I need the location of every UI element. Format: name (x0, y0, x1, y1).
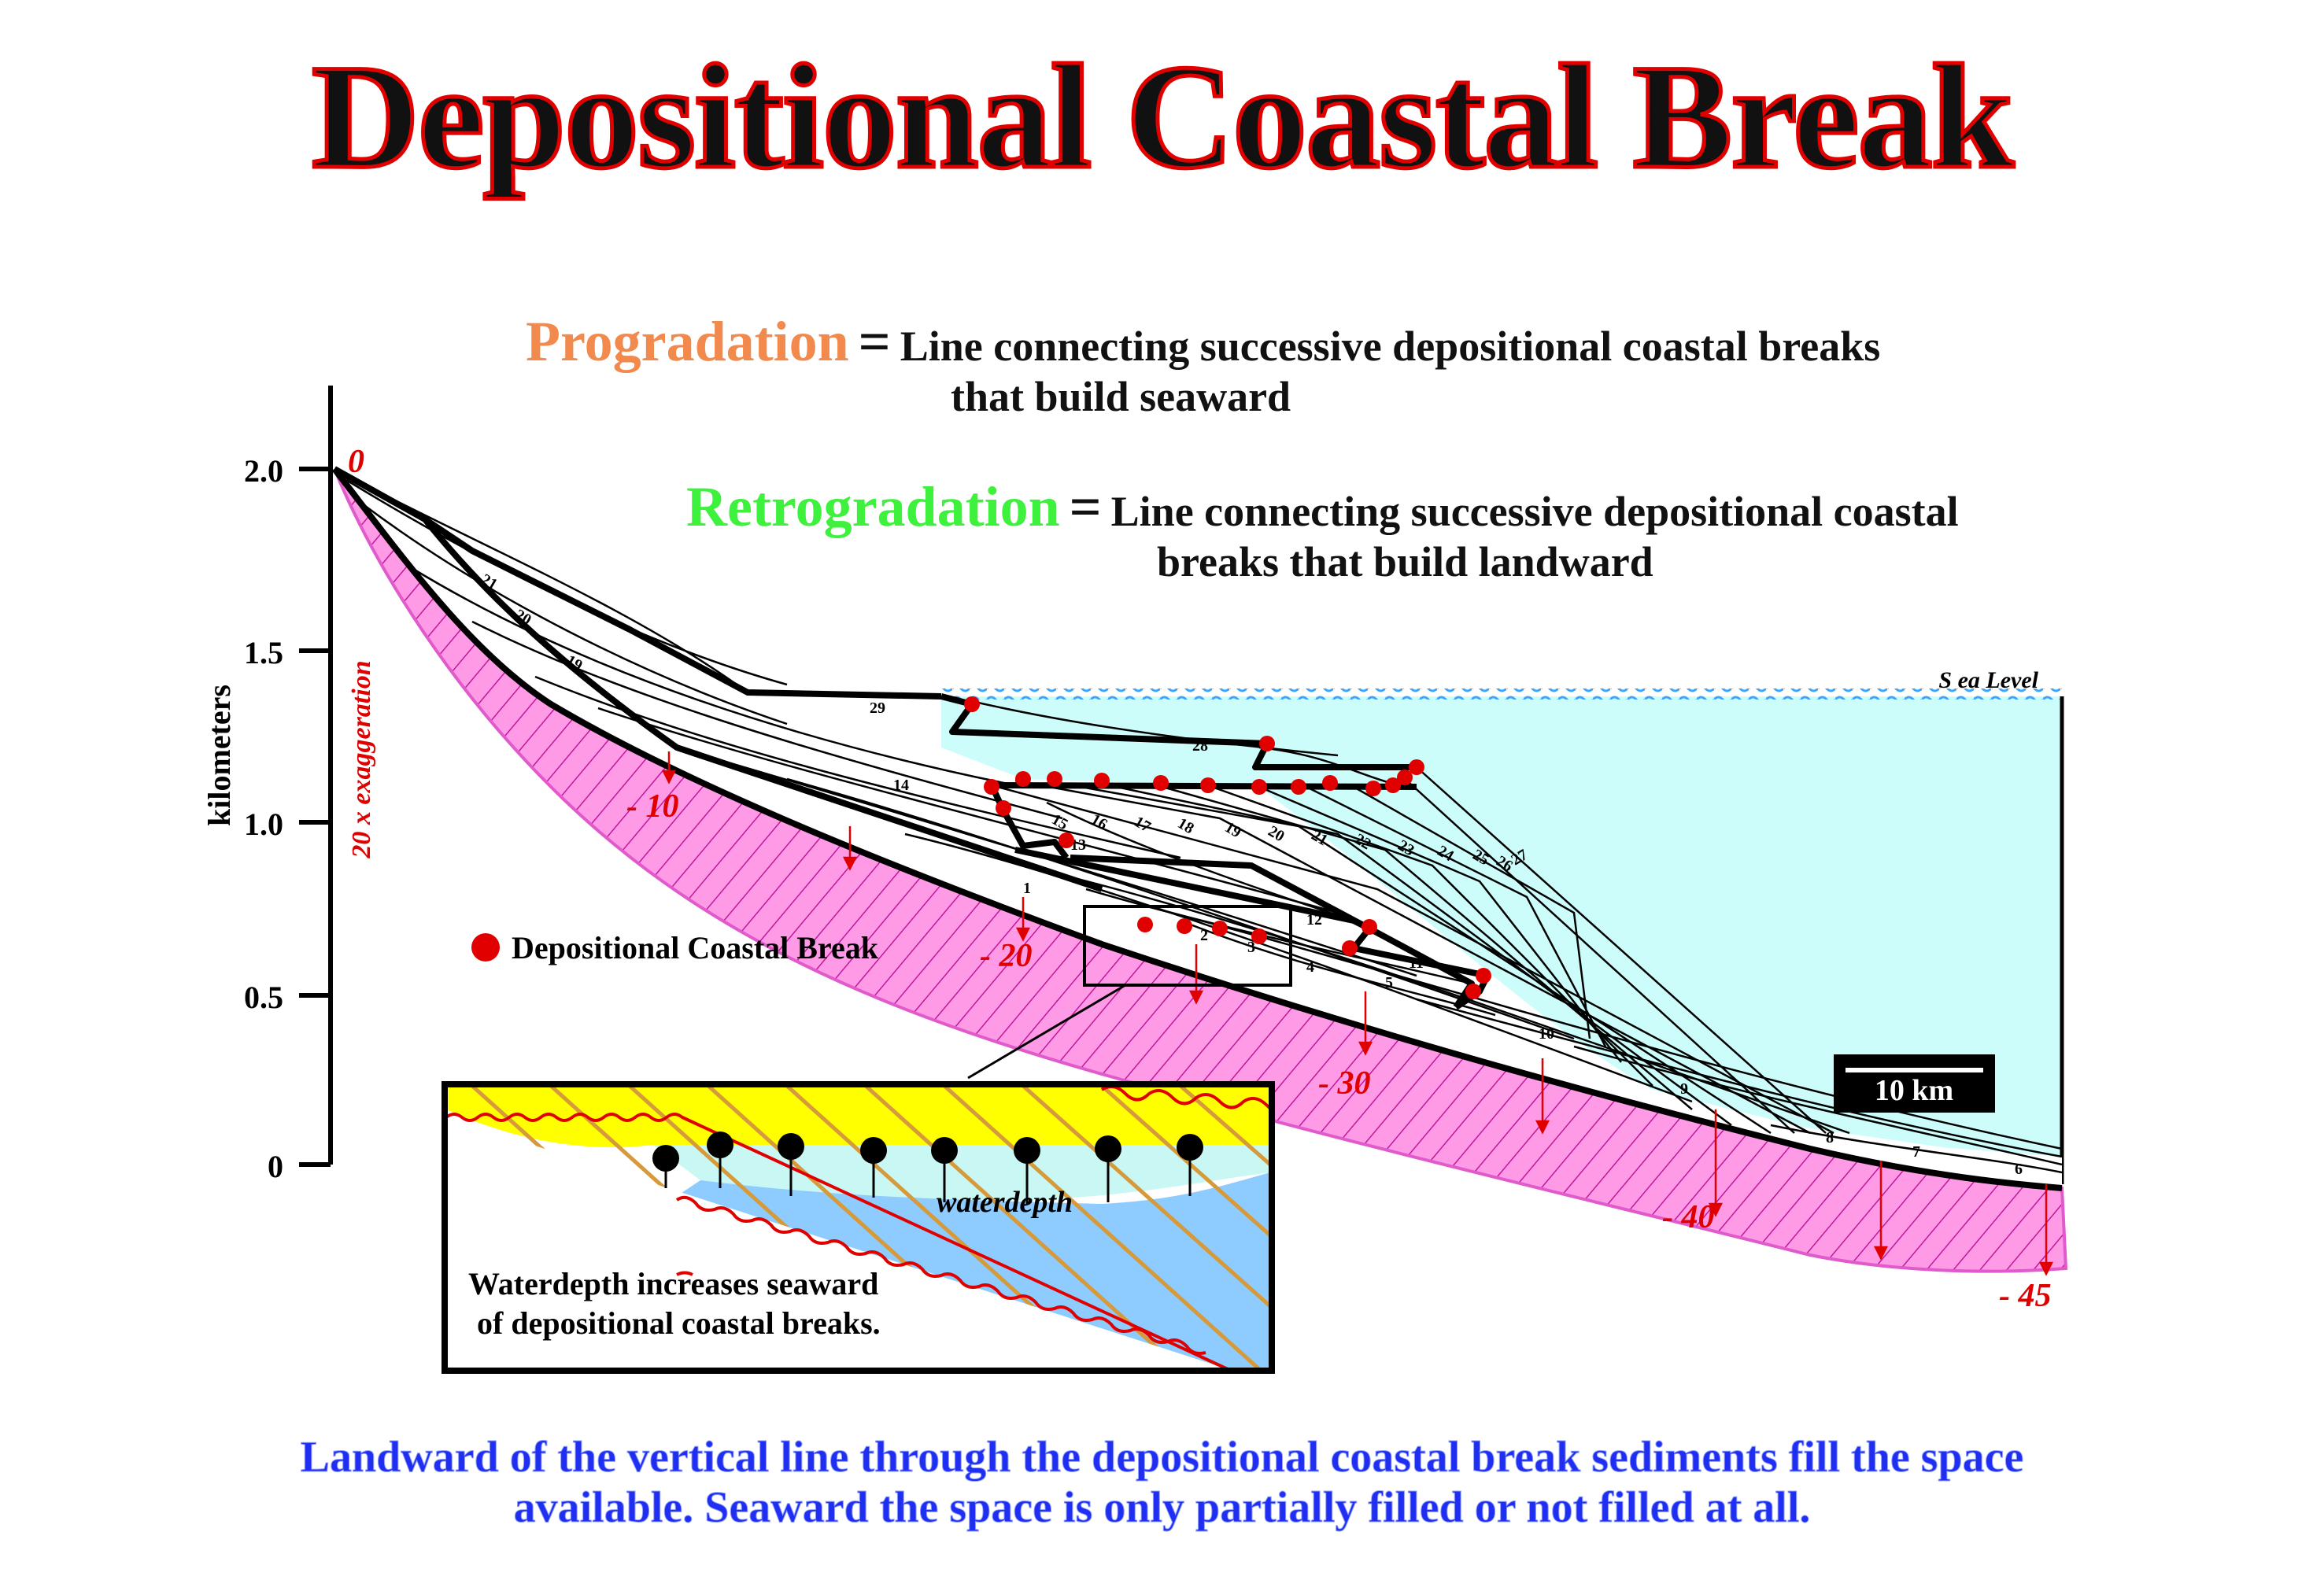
layer-number: 8 (1826, 1129, 1834, 1146)
subsidence-arrows (661, 751, 2054, 1276)
bottom-note: Landward of the vertical line through th… (0, 1432, 2324, 1533)
subsidence-label: - 20 (980, 938, 1033, 974)
subsidence-label: - 10 (626, 788, 679, 825)
y-tick-label: 1.5 (244, 635, 283, 670)
scale-bar-label: 10 km (1875, 1074, 1953, 1107)
y-tick-label: 0.5 (244, 980, 283, 1015)
y-tick-label: 0 (268, 1149, 283, 1184)
equals-sign: = (858, 310, 891, 373)
scale-bar: 10 km (1834, 1054, 1995, 1113)
retrogradation-text-line2: breaks that build landward (1157, 538, 1653, 585)
y-tick-label: 1.0 (244, 807, 283, 842)
layer-number: 5 (1385, 974, 1393, 991)
layer-number: 6 (2015, 1161, 2023, 1178)
retrogradation-term: Retrogradation (686, 475, 1060, 538)
progradation-term: Progradation (526, 310, 849, 373)
progradation-text-line2: that build seaward (951, 373, 1291, 420)
subsidence-label: - 45 (1999, 1278, 2052, 1314)
sea-surface-waves (941, 688, 2062, 700)
coastal-break-dots (964, 696, 1491, 999)
layer-number: 13 (1070, 836, 1086, 854)
vertical-exaggeration-label: 20 x exaggeration (347, 660, 376, 858)
zoom-box (1083, 905, 1292, 987)
y-axis: 2.0 1.5 1.0 0.5 0 kilometers 20 x exagge… (201, 386, 376, 1184)
layer-number: 4 (1306, 958, 1314, 976)
inset-caption-line2: of depositional coastal breaks. (477, 1305, 881, 1341)
layer-number: 9 (1680, 1080, 1688, 1098)
subsidence-label: - 40 (1662, 1199, 1715, 1235)
y-tick-label: 2.0 (244, 453, 283, 489)
layer-number: 10 (1539, 1025, 1554, 1043)
page-title: Depositional Coastal Break (309, 33, 2015, 202)
subsidence-label: - 30 (1318, 1065, 1371, 1102)
equals-sign: = (1069, 475, 1102, 538)
legend-label: Depositional Coastal Break (512, 930, 879, 965)
layer-number: 3 (1247, 939, 1255, 956)
progradation-text-line1: Line connecting successive depositional … (900, 323, 1881, 370)
waterdepth-label: waterdepth (937, 1186, 1073, 1219)
retrogradation-text-line1: Line connecting successive depositional … (1110, 488, 1959, 535)
layer-number: 14 (893, 777, 909, 794)
progradation-definition: Progradation=Line connecting successive … (526, 313, 1881, 422)
layer-number: 28 (1192, 737, 1208, 755)
layer-number: 7 (1912, 1143, 1920, 1161)
retrogradation-definition: Retrogradation=Line connecting successiv… (686, 478, 1959, 587)
subsidence-label: 0 (348, 444, 364, 480)
bottom-note-line2: available. Seaward the space is only par… (513, 1483, 1811, 1533)
layer-number: 1 (1023, 880, 1031, 897)
layer-number: 29 (870, 700, 885, 717)
y-axis-label: kilometers (201, 685, 237, 826)
legend: Depositional Coastal Break (471, 930, 879, 965)
inset-caption-line1: Waterdepth increases seaward (468, 1266, 878, 1301)
bottom-note-line1: Landward of the vertical line through th… (300, 1433, 2024, 1482)
layer-number: 12 (1306, 911, 1322, 928)
layer-number: 2 (1200, 927, 1208, 944)
strata-lines (334, 467, 2063, 1174)
layer-number: 11 (1409, 954, 1424, 972)
sea-level-label: S ea Level (1938, 667, 2038, 693)
waterdepth-inset: waterdepth Waterdepth increases seaward … (442, 1081, 1275, 1374)
